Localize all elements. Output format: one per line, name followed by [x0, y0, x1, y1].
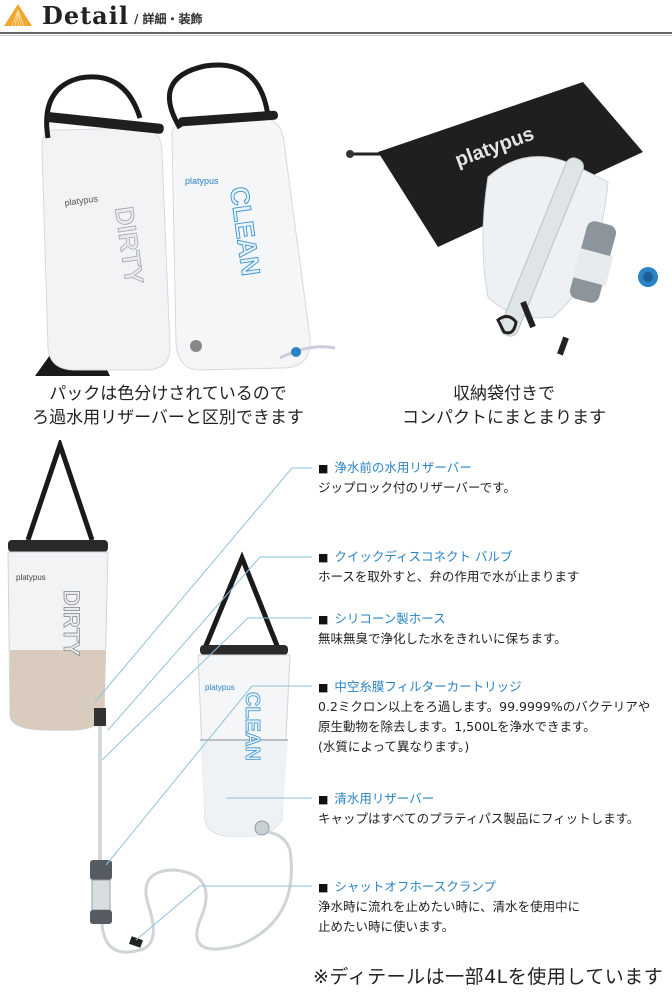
header-divider-thin — [0, 35, 672, 36]
square-bullet-icon: ■ — [318, 881, 329, 894]
section-header: Detail / 詳細・装飾 — [0, 0, 672, 36]
caption-line: パックは色分けされているので — [49, 384, 287, 404]
triangle-emblem-icon — [4, 4, 32, 26]
callout-text: キャップはすべてのプラティパス製品にフィットします。 — [318, 811, 640, 826]
svg-text:DIRTY: DIRTY — [59, 590, 84, 656]
gravity-filter-system-photo: platypus DIRTY platypus CLEAN — [0, 440, 310, 960]
caption-line: 収納袋付きで — [453, 384, 555, 404]
callout-text: ジップロック付のリザーバーです。 — [318, 480, 516, 495]
callout-text: 無味無臭で浄化した水をきれいに保ちます。 — [318, 631, 567, 646]
callout-text: ホースを取外すと、弁の作用で水が止まります — [318, 569, 580, 584]
square-bullet-icon: ■ — [318, 551, 329, 564]
reservoirs-caption: パックは色分けされているので ろ過水用リザーバーと区別できます — [0, 382, 336, 430]
callout-quick-disconnect-valve: ■クイックディスコネクト バルブ ホースを取外すと、弁の作用で水が止まります — [318, 548, 672, 587]
callout-dirty-reservoir: ■浄水前の水用リザーバー ジップロック付のリザーバーです。 — [318, 459, 672, 498]
square-bullet-icon: ■ — [318, 793, 329, 806]
callout-silicone-hose: ■シリコーン製ホース 無味無臭で浄化した水をきれいに保ちます。 — [318, 610, 672, 649]
callout-text: 0.2ミクロン以上をろ過します。99.9999%のバクテリアや — [318, 699, 651, 714]
footnote: ※ディテールは一部4Lを使用しています — [313, 966, 664, 988]
storage-sack-caption: 収納袋付きで コンパクトにまとまります — [336, 382, 672, 430]
svg-text:CLEAN: CLEAN — [241, 692, 263, 761]
callout-shutoff-clamp: ■シャットオフホースクランプ 浄水時に流れを止めたい時に、清水を使用中に 止めた… — [318, 878, 672, 937]
callout-title: ■中空糸膜フィルターカートリッジ — [318, 679, 522, 694]
callout-title: ■浄水前の水用リザーバー — [318, 460, 472, 475]
square-bullet-icon: ■ — [318, 681, 329, 694]
section-subtitle: / 詳細・装飾 — [134, 12, 203, 26]
square-bullet-icon: ■ — [318, 613, 329, 626]
color-coded-reservoirs-photo: platypus DIRTY platypus CLEAN — [20, 58, 340, 376]
callout-filter-cartridge: ■中空糸膜フィルターカートリッジ 0.2ミクロン以上をろ過します。99.9999… — [318, 678, 672, 757]
callout-text: 原生動物を除去します。1,500Lを浄水できます。 — [318, 719, 596, 734]
callout-text: (水質によって異なります。) — [318, 739, 470, 754]
storage-sack-photo: platypus — [338, 82, 668, 372]
svg-text:platypus: platypus — [185, 176, 219, 186]
svg-text:platypus: platypus — [64, 193, 99, 208]
callout-text: 止めたい時に使います。 — [318, 919, 455, 934]
callout-title: ■清水用リザーバー — [318, 791, 435, 806]
callout-title: ■クイックディスコネクト バルブ — [318, 549, 513, 564]
svg-text:platypus: platypus — [16, 573, 46, 582]
caption-line: ろ過水用リザーバーと区別できます — [32, 408, 304, 428]
svg-text:platypus: platypus — [205, 683, 235, 692]
callout-title: ■シリコーン製ホース — [318, 611, 446, 626]
header-divider — [0, 32, 672, 34]
section-title: Detail — [42, 1, 129, 30]
callout-clean-reservoir: ■清水用リザーバー キャップはすべてのプラティパス製品にフィットします。 — [318, 790, 672, 829]
callout-text: 浄水時に流れを止めたい時に、清水を使用中に — [318, 899, 581, 914]
caption-line: コンパクトにまとまります — [402, 408, 606, 428]
square-bullet-icon: ■ — [318, 462, 329, 475]
callout-title: ■シャットオフホースクランプ — [318, 879, 496, 894]
